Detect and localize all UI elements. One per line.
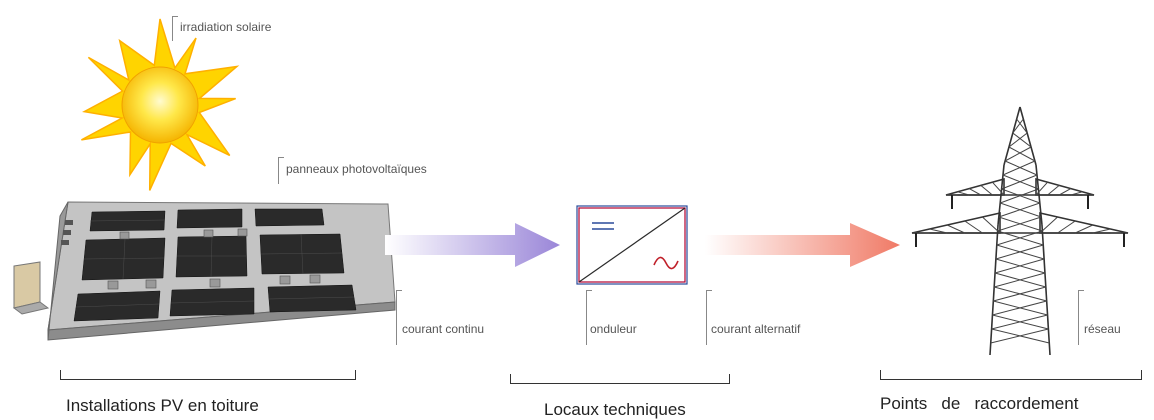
- pylon-brace: [997, 216, 1042, 232]
- pylon-brace: [1008, 132, 1028, 148]
- pylon-brace: [1000, 188, 1039, 204]
- connection-caption: Points de raccordement: [880, 394, 1079, 413]
- power-pylon-icon: [911, 106, 1129, 356]
- pylon-brace: [1002, 160, 1036, 176]
- pv-roof-icon: [12, 201, 396, 341]
- pylon-brace: [998, 202, 1040, 218]
- pylon-arm-brace: [1070, 191, 1083, 196]
- irradiation-label: irradiation solaire: [180, 20, 272, 34]
- pylon-arm-brace: [929, 228, 948, 234]
- grid-label: réseau: [1084, 322, 1121, 336]
- pylon-brace: [991, 314, 1048, 330]
- pylon-arm-brace: [992, 181, 1005, 196]
- pylon-brace: [994, 258, 1045, 274]
- pylon-arm-brace: [946, 224, 966, 234]
- pylon-arm-brace: [1039, 216, 1058, 234]
- pylon-brace: [994, 272, 1046, 288]
- pylon-brace: [1016, 118, 1028, 134]
- dc-label: courant continu: [402, 322, 485, 336]
- sun-icon: [81, 18, 240, 191]
- ac-label: courant alternatif: [711, 322, 801, 336]
- dc-callout-bar: [396, 290, 402, 345]
- pylon-brace: [1004, 146, 1032, 162]
- irradiation-callout-bar: [172, 16, 178, 41]
- panels-label: panneaux photovoltaïques: [286, 162, 427, 176]
- pylon-arm-brace: [1058, 188, 1072, 196]
- ac-callout-bar: [706, 290, 712, 345]
- pylon-brace: [993, 286, 1046, 302]
- pv-caption: Installations PV en toiture: [66, 396, 259, 415]
- inverter-callout-bar: [586, 290, 592, 345]
- technical-bracket: [510, 374, 730, 384]
- dc-arrow: [385, 223, 560, 267]
- technical-caption: Locaux techniques: [544, 400, 686, 419]
- pylon-brace: [1004, 160, 1038, 176]
- grid-callout-bar: [1078, 290, 1084, 345]
- pylon-arm-brace: [1035, 181, 1048, 196]
- pylon-arm-brace: [1057, 220, 1076, 234]
- pylon-brace: [990, 328, 1049, 344]
- pylon-brace: [996, 230, 1043, 246]
- pylon-brace: [992, 300, 1047, 316]
- pv-bracket: [60, 370, 356, 380]
- pylon-arm-brace: [1092, 228, 1111, 234]
- pylon-brace: [995, 244, 1044, 260]
- pylon-arm-brace: [964, 220, 983, 234]
- panels-callout-bar: [278, 157, 284, 184]
- pylon-arm-brace: [1047, 185, 1060, 196]
- connection-bracket: [880, 370, 1142, 380]
- pylon-arm-brace: [1074, 224, 1094, 234]
- pylon-arm-brace: [968, 188, 982, 196]
- pylon-brace: [1002, 174, 1039, 190]
- pylon-brace: [1012, 118, 1024, 134]
- pylon-brace: [1008, 146, 1036, 162]
- ac-arrow: [705, 223, 900, 267]
- inverter-icon: [576, 205, 688, 285]
- pylon-arm-brace: [980, 185, 993, 196]
- inverter-label: onduleur: [590, 322, 637, 336]
- pylon-brace: [1001, 174, 1038, 190]
- pylon-arm-brace: [957, 191, 970, 196]
- pylon-brace: [1012, 132, 1032, 148]
- pylon-arm-brace: [982, 216, 1001, 234]
